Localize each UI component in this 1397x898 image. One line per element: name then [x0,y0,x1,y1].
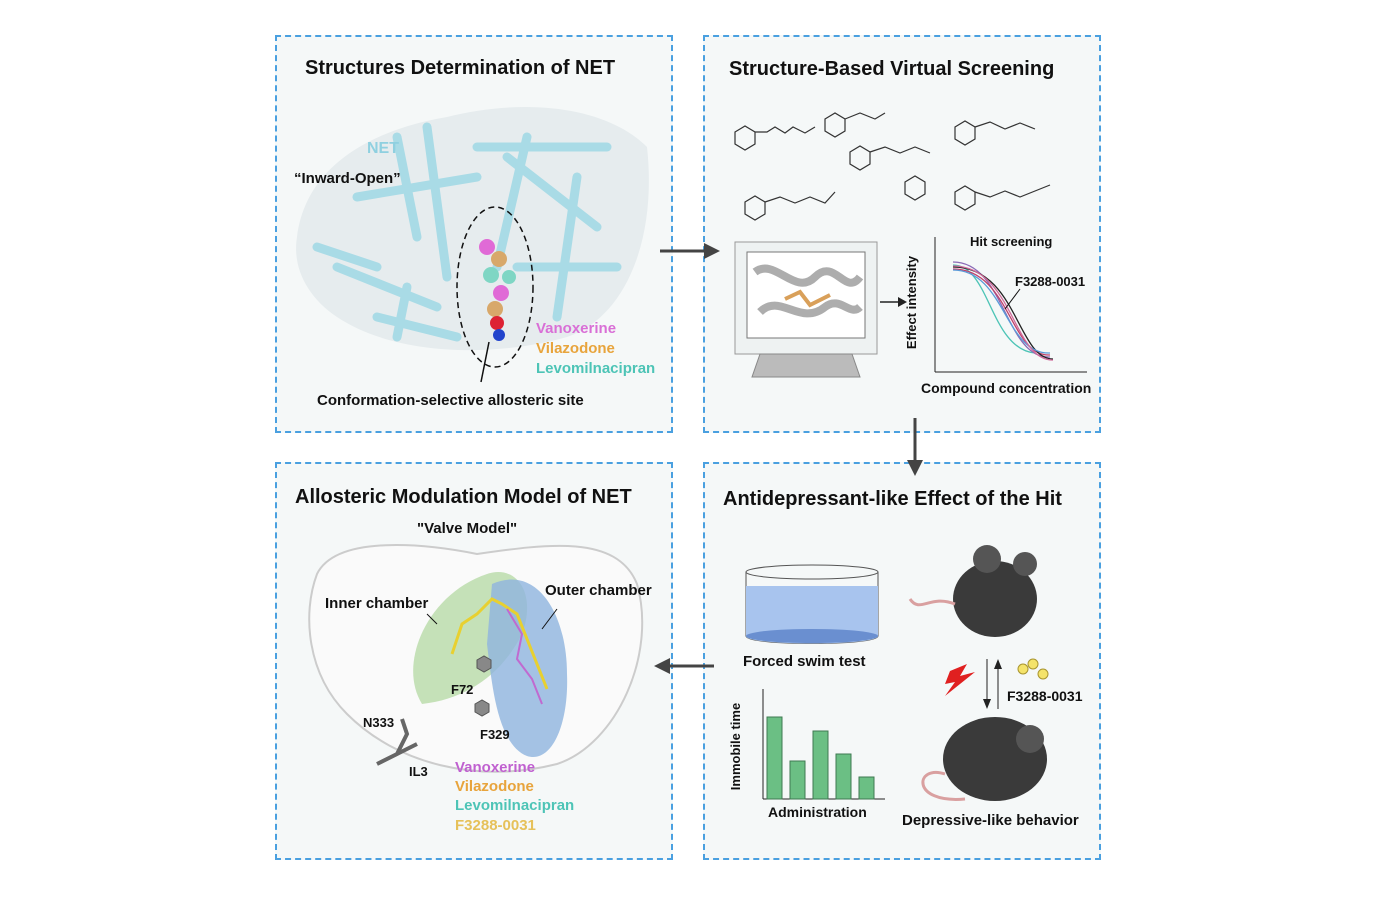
f72-ring [476,655,492,673]
panel-title: Antidepressant-like Effect of the Hit [723,488,1062,510]
compound-structures [734,112,1051,221]
chart-title: Hit screening [970,234,1053,249]
ligand-levomilnacipran: Levomilnacipran [455,797,575,814]
compound-label: F3288-0031 [1007,688,1083,704]
ligand-vanoxerine: Vanoxerine [455,759,536,776]
compound-pills-icon [1017,658,1049,680]
panel-title: Allosteric Modulation Model of NET [295,486,632,508]
bar-chart [766,716,875,800]
ligand-f3288: F3288-0031 [455,817,536,834]
f329-ring [474,699,490,717]
loop-il3: IL3 [409,764,428,779]
outer-chamber-label: Outer chamber [545,582,652,599]
residue-f329: F329 [480,727,510,742]
model-subtitle: "Valve Model" [417,520,518,537]
ligand-vanoxerine: Vanoxerine [536,320,617,337]
hit-label: F3288-0031 [1015,274,1086,289]
swim-tank-icon [745,564,879,644]
effect-illustration [745,545,1049,801]
bar [812,730,829,800]
depressed-mouse-icon [921,717,1047,801]
stress-bolt-icon [945,664,975,696]
panel-effect: Antidepressant-like Effect of the Hit Fo… [703,462,1101,860]
residue-n333: N333 [363,715,395,730]
panel-screening: Structure-Based Virtual Screening Hit sc… [703,35,1101,433]
panel-title: Structures Determination of NET [305,57,616,79]
ligand-levomilnacipran: Levomilnacipran [536,360,656,377]
panel-structures: Structures Determination of NET NET “Inw… [275,35,673,433]
valve-model-illustration [308,544,644,773]
swim-test-label: Forced swim test [743,653,866,670]
bar [835,753,852,800]
net-structure-illustration [296,107,649,383]
bar [789,760,806,800]
ligand-spheres [479,239,516,341]
x-axis-label: Administration [768,804,867,820]
state-label: “Inward-Open” [294,170,401,187]
y-axis-label: Effect intensity [904,255,920,350]
ligand-vilazodone: Vilazodone [455,778,534,795]
panel-model: Allosteric Modulation Model of NET "Valv… [275,462,673,860]
behavior-label: Depressive-like behavior [902,812,1079,829]
panel-title: Structure-Based Virtual Screening [729,58,1055,80]
residue-f72: F72 [451,682,474,697]
bar [766,716,783,800]
site-label: Conformation-selective allosteric site [317,392,584,409]
x-axis-label: Compound concentration [921,380,1092,396]
protein-label: NET [367,140,399,157]
ligand-vilazodone: Vilazodone [536,340,615,357]
bar [858,776,875,800]
mouse-icon [908,545,1037,637]
y-axis-label: Immobile time [728,702,744,791]
dose-response-curves [952,261,1054,361]
screening-illustration [734,112,1087,378]
inner-chamber-label: Inner chamber [325,595,429,612]
